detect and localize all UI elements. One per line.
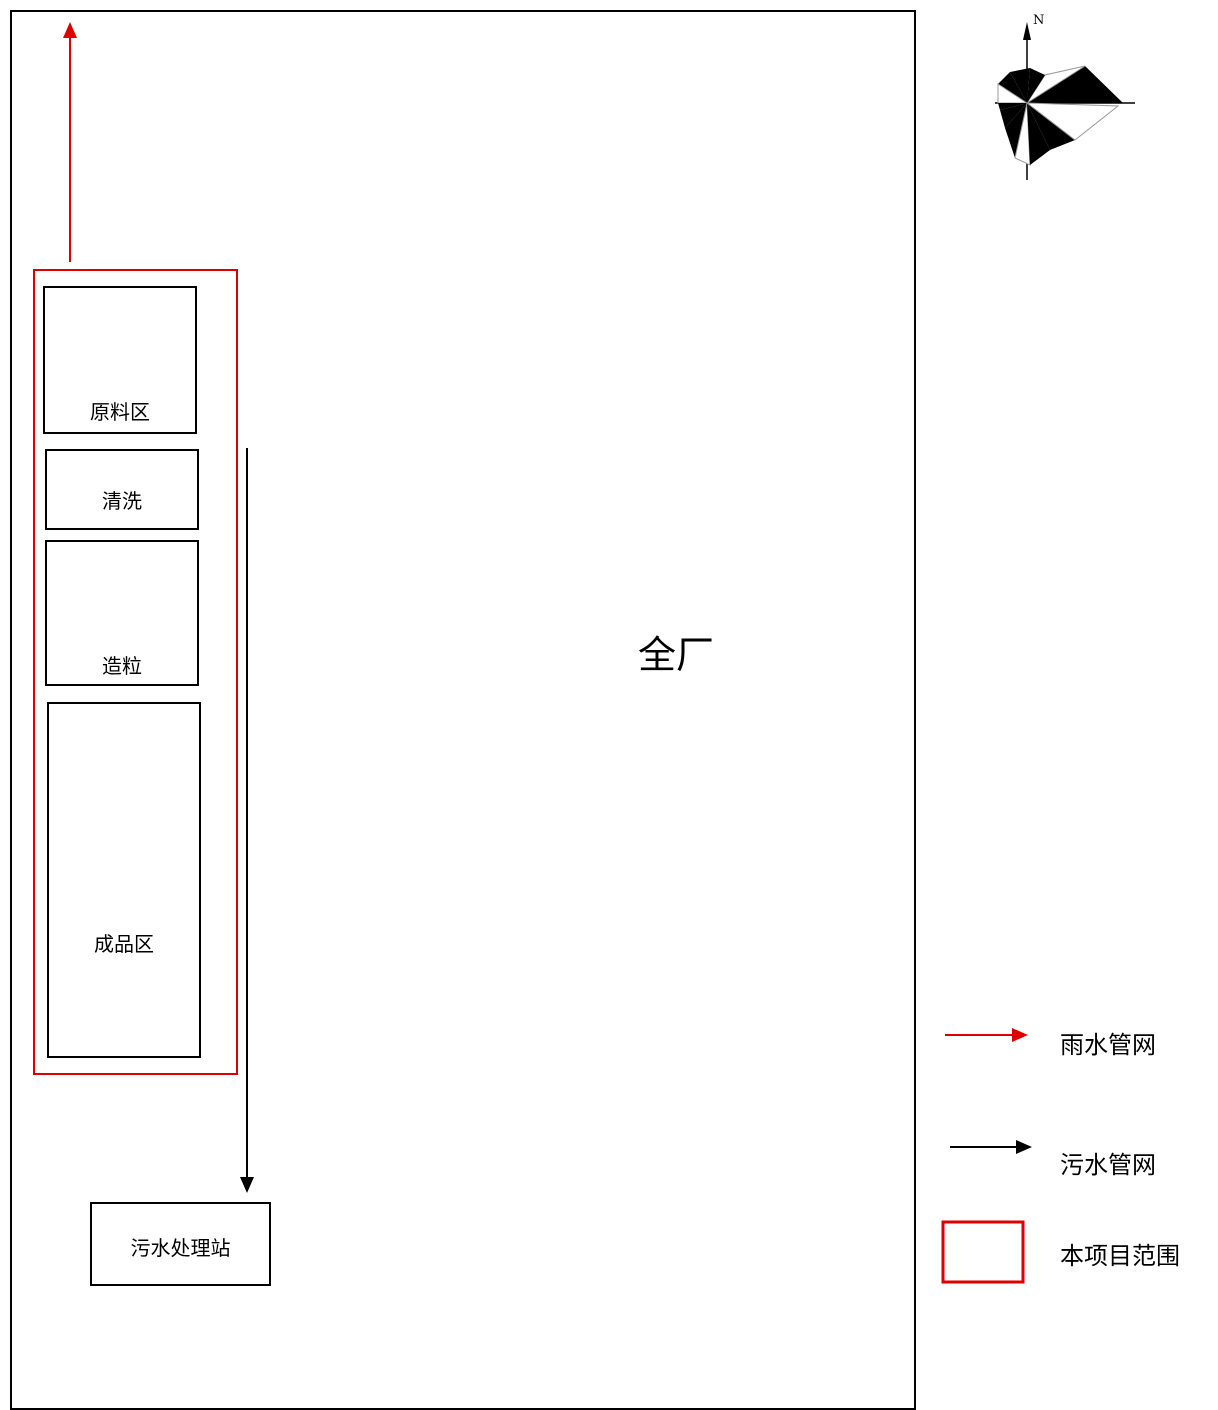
- finished-product-label: 成品区: [94, 932, 154, 956]
- raw-material-label: 原料区: [90, 400, 150, 424]
- raw-material-area: 原料区: [43, 286, 197, 434]
- sewage-pipe-arrow: [240, 448, 254, 1193]
- plant-label: 全厂: [638, 633, 715, 677]
- granulation-label: 造粒: [102, 654, 142, 678]
- washing-area: 清洗: [45, 449, 199, 530]
- sewage-treatment-station: 污水处理站: [90, 1202, 271, 1286]
- legend-scope-label: 本项目范围: [1060, 1242, 1180, 1270]
- granulation-area: 造粒: [45, 540, 199, 686]
- wind-rose-petals: [995, 65, 1135, 166]
- legend-scope-box: [941, 1220, 1025, 1284]
- project-scope-boundary: [33, 269, 238, 1075]
- rain-pipe-arrow: [63, 22, 77, 262]
- washing-label: 清洗: [102, 489, 142, 513]
- legend-rain-arrow: [945, 1028, 1028, 1042]
- legend-rain-label: 雨水管网: [1060, 1031, 1156, 1059]
- finished-product-area: 成品区: [47, 702, 201, 1058]
- legend-sewage-arrow: [950, 1140, 1032, 1154]
- legend-sewage-label: 污水管网: [1060, 1151, 1156, 1179]
- north-label: N: [1033, 13, 1044, 28]
- sewage-station-label: 污水处理站: [130, 1236, 231, 1260]
